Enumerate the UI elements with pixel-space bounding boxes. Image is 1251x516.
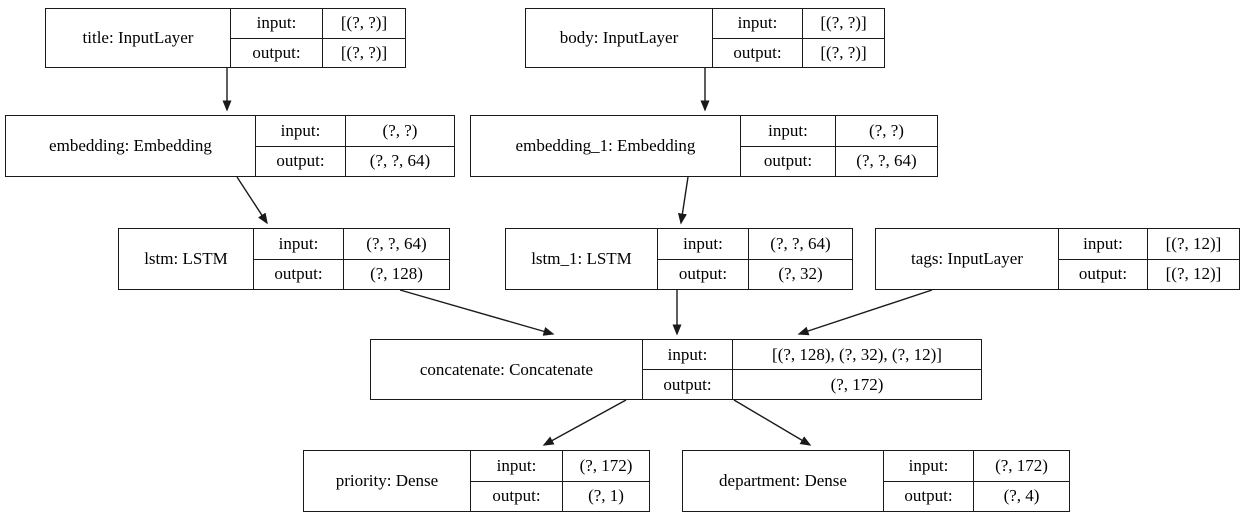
input-label: input: xyxy=(643,340,733,369)
layer-name: department: Dense xyxy=(683,451,884,511)
node-embedding_1: embedding_1: Embedding input: (?, ?) out… xyxy=(470,115,938,177)
output-shape: (?, 4) xyxy=(1003,486,1040,506)
output-shape: (?, 128) xyxy=(370,264,423,284)
layer-name: priority: Dense xyxy=(304,451,471,511)
input-label: input: xyxy=(471,451,563,481)
layer-name: embedding_1: Embedding xyxy=(471,116,741,176)
input-shape: (?, ?) xyxy=(869,120,904,140)
layer-name: embedding: Embedding xyxy=(6,116,256,176)
input-label: input: xyxy=(884,451,974,481)
layer-name: body: InputLayer xyxy=(526,9,713,67)
output-shape: (?, ?, 64) xyxy=(856,151,917,171)
node-concatenate: concatenate: Concatenate input: [(?, 128… xyxy=(370,339,982,400)
input-label: input: xyxy=(231,9,323,38)
input-label: input: xyxy=(741,116,836,146)
node-lstm_1: lstm_1: LSTM input: (?, ?, 64) output: (… xyxy=(505,228,853,290)
input-shape: (?, ?, 64) xyxy=(366,233,427,253)
input-label: input: xyxy=(254,229,344,259)
edge-concatenate-priority xyxy=(542,399,627,446)
input-shape: (?, ?) xyxy=(382,120,418,140)
layer-name: concatenate: Concatenate xyxy=(371,340,643,399)
layer-name: lstm: LSTM xyxy=(119,229,254,289)
node-body: body: InputLayer input: [(?, ?)] output:… xyxy=(525,8,885,68)
node-embedding: embedding: Embedding input: (?, ?) outpu… xyxy=(5,115,455,177)
edge-embedding_1-lstm_1 xyxy=(677,176,689,225)
node-title: title: InputLayer input: [(?, ?)] output… xyxy=(45,8,406,68)
edge-tags-concatenate xyxy=(797,289,933,336)
edge-lstm-concatenate xyxy=(399,289,555,336)
output-label: output: xyxy=(254,259,344,289)
node-lstm: lstm: LSTM input: (?, ?, 64) output: (?,… xyxy=(118,228,450,290)
output-shape: (?, 1) xyxy=(588,486,624,506)
output-shape: (?, 32) xyxy=(778,264,823,284)
input-shape: (?, 172) xyxy=(995,455,1048,475)
input-label: input: xyxy=(256,116,346,146)
input-shape: [(?, ?)] xyxy=(820,13,867,33)
edge-embedding-lstm xyxy=(236,176,268,225)
output-shape: (?, ?, 64) xyxy=(369,151,431,171)
layer-name: tags: InputLayer xyxy=(876,229,1059,289)
layer-name: title: InputLayer xyxy=(46,9,231,67)
output-label: output: xyxy=(471,481,563,511)
output-label: output: xyxy=(1059,259,1148,289)
output-shape: [(?, ?)] xyxy=(340,42,388,62)
output-label: output: xyxy=(884,481,974,511)
output-label: output: xyxy=(658,259,749,289)
node-tags: tags: InputLayer input: [(?, 12)] output… xyxy=(875,228,1240,290)
output-shape: [(?, ?)] xyxy=(820,42,867,62)
output-label: output: xyxy=(256,146,346,176)
node-priority: priority: Dense input: (?, 172) output: … xyxy=(303,450,650,512)
edge-concatenate-department xyxy=(733,399,812,446)
node-department: department: Dense input: (?, 172) output… xyxy=(682,450,1070,512)
input-label: input: xyxy=(1059,229,1148,259)
input-label: input: xyxy=(713,9,803,38)
input-shape: [(?, 128), (?, 32), (?, 12)] xyxy=(772,344,942,364)
output-label: output: xyxy=(231,38,323,67)
layer-name: lstm_1: LSTM xyxy=(506,229,658,289)
output-shape: (?, 172) xyxy=(830,374,884,394)
output-label: output: xyxy=(643,370,733,399)
input-shape: (?, 172) xyxy=(579,455,633,475)
output-label: output: xyxy=(713,38,803,67)
output-shape: [(?, 12)] xyxy=(1165,264,1222,284)
input-shape: [(?, 12)] xyxy=(1165,233,1222,253)
output-label: output: xyxy=(741,146,836,176)
input-shape: [(?, ?)] xyxy=(340,13,388,33)
input-label: input: xyxy=(658,229,749,259)
input-shape: (?, ?, 64) xyxy=(770,233,831,253)
